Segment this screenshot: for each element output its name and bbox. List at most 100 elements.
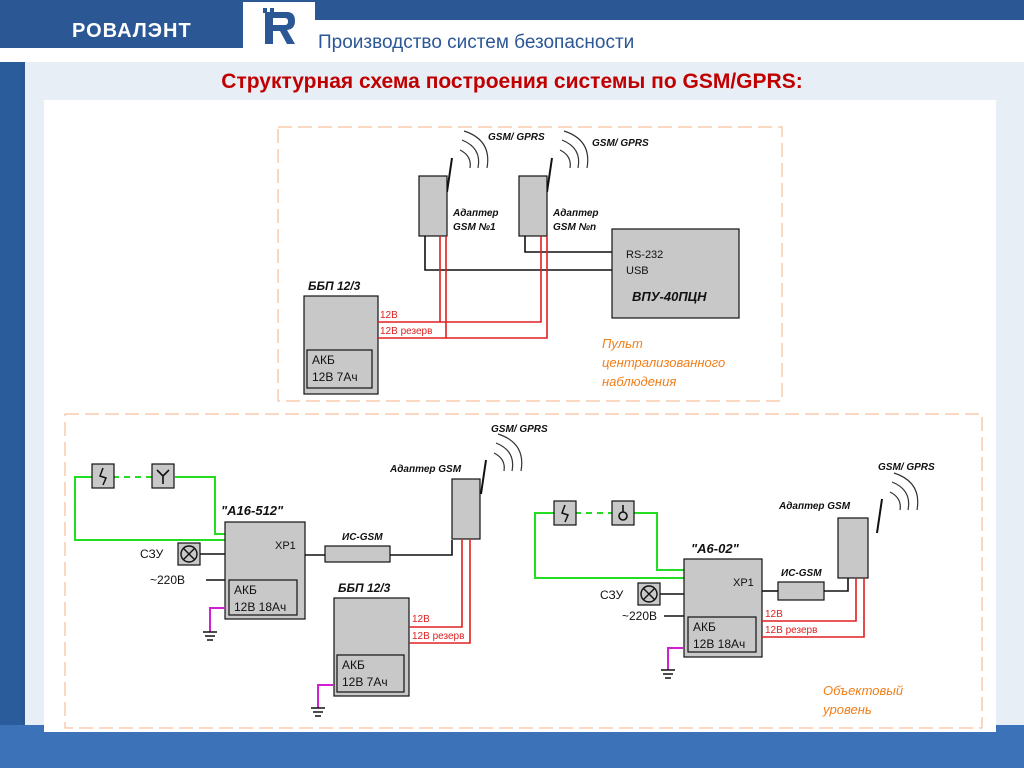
rook-logo-icon (263, 8, 295, 44)
central-caption: Пульт (602, 336, 643, 351)
power-12v-reserve-label: 12В резерв (412, 631, 464, 642)
siren-cross-icon (643, 588, 655, 600)
power-12v-label: 12В (380, 310, 398, 321)
akb-label: АКБ (342, 658, 365, 672)
detector-symbol-icon (561, 504, 570, 523)
slogan-band (315, 20, 1024, 62)
adapter-1-number: GSM №1 (453, 222, 496, 233)
szu-label: СЗУ (140, 547, 164, 561)
footer-band (0, 725, 1024, 768)
vpu-console (611, 228, 740, 319)
is-gsm-to-adapter-wire (390, 540, 453, 556)
akb-label: АКБ (312, 353, 335, 367)
ground-icon (203, 631, 217, 641)
data-wires (424, 236, 612, 271)
bbp-unit (333, 597, 410, 697)
signal-wave-icon (889, 472, 919, 511)
adapter-n-label: Адаптер (552, 208, 599, 219)
akb-battery (228, 579, 298, 616)
power-12v-reserve-label: 12В резерв (765, 625, 817, 636)
bbp-unit (303, 295, 379, 395)
left-accent-strip (22, 62, 25, 725)
siren-circle-icon (640, 585, 658, 603)
power-12v-label: 12В (765, 609, 783, 620)
gsm-gprs-label: GSM/ GPRS (491, 424, 548, 435)
central-station-border (277, 126, 783, 402)
xp1-label: XP1 (275, 540, 296, 552)
signal-wave-icon (459, 130, 589, 169)
company-logo (243, 2, 315, 54)
brand-box (0, 0, 242, 48)
gsm-gprs-label: GSM/ GPRS (878, 462, 935, 473)
gsm-adapter (837, 517, 869, 579)
object-caption: Объектовый (823, 683, 903, 698)
detector-icon (91, 463, 115, 489)
akb-label: АКБ (234, 583, 257, 597)
object-level-border (64, 413, 983, 729)
gsm-adapter-1 (418, 175, 448, 237)
detector-icon (553, 500, 577, 526)
sensor-icon (611, 500, 635, 526)
panel-a16-512 (224, 521, 306, 620)
is-gsm-label: ИС-GSM (342, 532, 383, 543)
siren-circle-icon (180, 545, 198, 563)
akb-battery (687, 616, 757, 653)
vpu-name: ВПУ-40ПЦН (632, 289, 707, 304)
akb-label: АКБ (693, 620, 716, 634)
akb-capacity: 12В 18Ач (693, 637, 745, 651)
panel-a6-label: "А6-02" (691, 541, 740, 556)
adapter-gsm-label: Адаптер GSM (778, 501, 851, 512)
panel-a6-02 (683, 558, 763, 658)
y-sensor-symbol-icon (156, 469, 170, 484)
akb-battery (306, 349, 373, 389)
is-gsm-to-adapter-wire (824, 578, 849, 592)
bbp-label: ББП 12/3 (338, 581, 391, 595)
detector-symbol-icon (99, 467, 108, 486)
slogan-text: Производство систем безопасности (318, 32, 635, 53)
gsm-adapter-n (518, 175, 548, 237)
akb-capacity: 12В 7Ач (312, 370, 358, 384)
panel-a16-label: "А16-512" (221, 503, 284, 518)
rs232-port-label: RS-232 (626, 249, 663, 261)
antenna-icon (480, 459, 487, 495)
sensor-loop (534, 512, 686, 579)
adapter-1-label: Адаптер (452, 208, 499, 219)
power-12v-label: 12В (412, 614, 430, 625)
signal-wave-icon (493, 433, 523, 472)
ground-wire (667, 647, 684, 670)
central-caption: централизованного (602, 355, 725, 370)
is-gsm-module (777, 581, 825, 601)
antenna-icon (876, 498, 883, 534)
siren-cross-icon (183, 548, 195, 560)
antenna-icon (446, 157, 553, 193)
object-caption: уровень (822, 702, 872, 717)
mains-label: ~220В (622, 609, 657, 623)
sensor-loop (74, 476, 230, 541)
bbp-label: ББП 12/3 (308, 279, 361, 293)
gsm-gprs-label: GSM/ GPRS (592, 138, 649, 149)
akb-battery (336, 654, 405, 693)
adapter-n-number: GSM №n (553, 222, 596, 233)
is-gsm-label: ИС-GSM (781, 568, 822, 579)
ground-icon (661, 669, 675, 679)
ground-wire (209, 607, 225, 632)
gsm-gprs-label: GSM/ GPRS (488, 132, 545, 143)
ground-icon (311, 707, 325, 717)
power-wires (409, 539, 471, 644)
central-caption: наблюдения (602, 374, 676, 389)
power-wires (378, 236, 548, 339)
power-wires (762, 578, 865, 638)
adapter-gsm-label: Адаптер GSM (389, 464, 462, 475)
akb-capacity: 12В 18Ач (234, 600, 286, 614)
xp1-label: XP1 (733, 577, 754, 589)
mains-label: ~220В (150, 573, 185, 587)
szu-label: СЗУ (600, 588, 624, 602)
gsm-adapter (451, 478, 481, 540)
usb-port-label: USB (626, 265, 649, 277)
power-12v-reserve-label: 12В резерв (380, 326, 432, 337)
akb-capacity: 12В 7Ач (342, 675, 388, 689)
is-gsm-module (324, 545, 391, 563)
slide-title: Структурная схема построения системы по … (221, 70, 803, 93)
brand-logo-text: РОВАЛЭНТ (72, 20, 192, 42)
